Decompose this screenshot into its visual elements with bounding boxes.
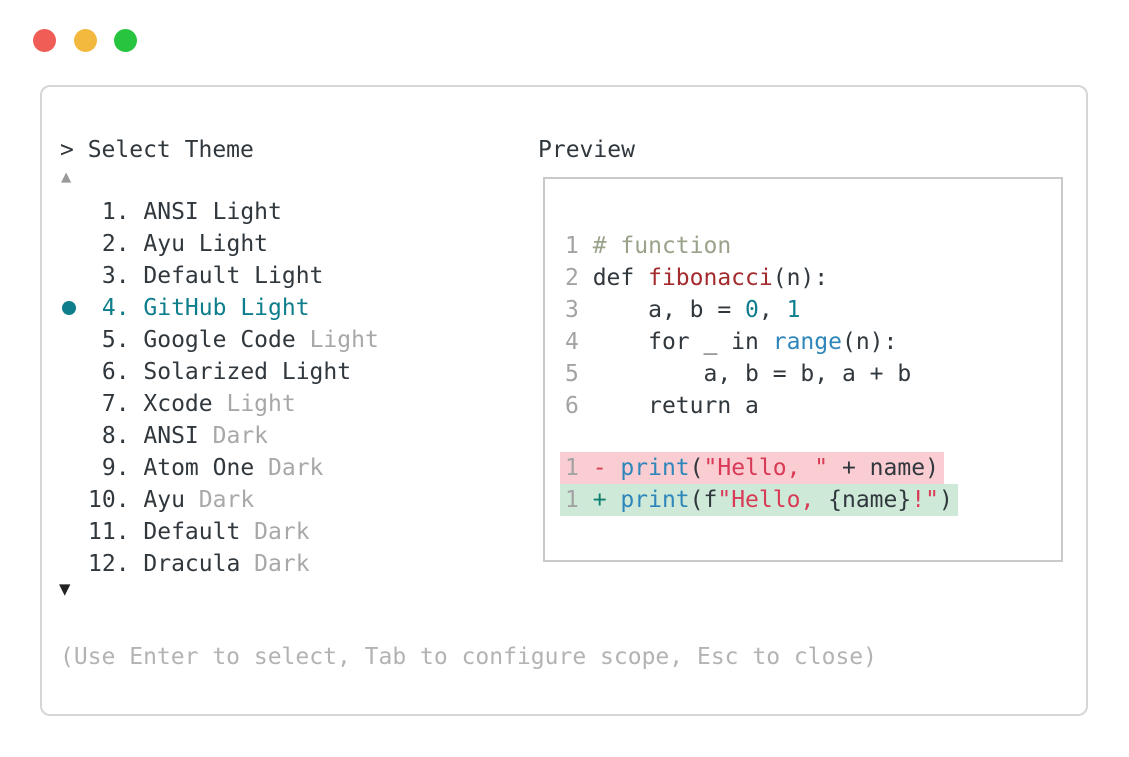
theme-item-label: Default <box>143 519 255 545</box>
theme-item-number: 7. <box>88 391 144 417</box>
theme-selector-window: > Select Theme ▲ 1. ANSI Light 2. Ayu Li… <box>40 85 1088 716</box>
code-line: 3 a, b = 0, 1 <box>565 297 801 323</box>
theme-item-ayu-light[interactable]: 2. Ayu Light <box>60 228 379 260</box>
theme-item-label: Solarized Light <box>143 359 352 385</box>
theme-item-number: 3. <box>88 263 144 289</box>
theme-item-number: 8. <box>88 423 144 449</box>
diff-line-added: 1 + print(f"Hello, {name}!") <box>560 484 958 516</box>
theme-item-default-dark[interactable]: 11. Default Dark <box>60 516 379 548</box>
theme-item-number: 4. <box>88 295 144 321</box>
theme-item-variant: Dark <box>198 487 255 513</box>
theme-item-ayu-dark[interactable]: 10. Ayu Dark <box>60 484 379 516</box>
line-number: 4 <box>565 329 593 355</box>
theme-item-xcode-light[interactable]: 7. Xcode Light <box>60 388 379 420</box>
theme-item-label: Dracula <box>143 551 255 577</box>
theme-item-number: 10. <box>88 487 144 513</box>
line-number: 2 <box>565 265 593 291</box>
theme-item-label: ANSI <box>143 423 213 449</box>
line-number: 1 <box>565 487 593 513</box>
theme-item-variant: Light <box>226 391 296 417</box>
code-line: 6 return a <box>565 393 759 419</box>
theme-item-label: Atom One <box>143 455 269 481</box>
theme-item-label: Xcode <box>143 391 227 417</box>
theme-item-label: Ayu <box>143 487 199 513</box>
line-number: 6 <box>565 393 593 419</box>
diff-line-removed: 1 - print("Hello, " + name) <box>560 452 958 484</box>
code-block: 1 # function 2 def fibonacci(n): 3 a, b = … <box>565 230 911 422</box>
traffic-light-close-icon[interactable] <box>33 29 56 52</box>
theme-item-number: 6. <box>88 359 144 385</box>
theme-item-label: GitHub Light <box>143 295 310 321</box>
theme-item-ansi-light[interactable]: 1. ANSI Light <box>60 196 379 228</box>
theme-item-label: Ayu Light <box>143 231 269 257</box>
theme-item-ansi-dark[interactable]: 8. ANSI Dark <box>60 420 379 452</box>
theme-item-number: 2. <box>88 231 144 257</box>
code-line: 1 # function <box>565 233 732 259</box>
theme-item-solarized-light[interactable]: 6. Solarized Light <box>60 356 379 388</box>
theme-item-label: ANSI Light <box>143 199 282 225</box>
line-number: 1 <box>565 233 593 259</box>
theme-item-number: 11. <box>88 519 144 545</box>
theme-item-github-light[interactable]: 4. GitHub Light <box>60 292 379 324</box>
theme-item-variant: Light <box>309 327 379 353</box>
theme-item-atom-one-dark[interactable]: 9. Atom One Dark <box>60 452 379 484</box>
theme-list: 1. ANSI Light 2. Ayu Light 3. Default Li… <box>60 196 379 580</box>
theme-item-number: 9. <box>88 455 144 481</box>
line-number: 1 <box>565 455 593 481</box>
preview-pane: 1 # function 2 def fibonacci(n): 3 a, b = … <box>543 177 1063 562</box>
theme-item-variant: Dark <box>254 519 310 545</box>
keyboard-hint: (Use Enter to select, Tab to configure s… <box>60 644 877 670</box>
select-theme-prompt: > Select Theme <box>60 137 254 163</box>
diff-block: 1 - print("Hello, " + name)1 + print(f"H… <box>560 452 958 516</box>
code-line: 5 a, b = b, a + b <box>565 361 912 387</box>
selected-indicator-icon <box>62 301 76 315</box>
theme-item-number: 1. <box>88 199 144 225</box>
code-line: 2 def fibonacci(n): <box>565 265 829 291</box>
code-line: 4 for _ in range(n): <box>565 329 898 355</box>
theme-item-number: 5. <box>88 327 144 353</box>
scroll-down-icon[interactable]: ▼ <box>59 578 71 600</box>
theme-item-number: 12. <box>88 551 144 577</box>
theme-item-default-light[interactable]: 3. Default Light <box>60 260 379 292</box>
traffic-light-minimize-icon[interactable] <box>74 29 97 52</box>
theme-item-dracula-dark[interactable]: 12. Dracula Dark <box>60 548 379 580</box>
theme-item-variant: Dark <box>268 455 324 481</box>
theme-item-variant: Dark <box>254 551 310 577</box>
theme-item-label: Google Code <box>143 327 310 353</box>
theme-item-google-code-light[interactable]: 5. Google Code Light <box>60 324 379 356</box>
scroll-up-icon[interactable]: ▲ <box>61 167 72 187</box>
traffic-light-zoom-icon[interactable] <box>114 29 137 52</box>
line-number: 5 <box>565 361 593 387</box>
preview-label: Preview <box>538 137 635 163</box>
line-number: 3 <box>565 297 593 323</box>
theme-item-variant: Dark <box>212 423 269 449</box>
theme-item-label: Default Light <box>143 263 324 289</box>
